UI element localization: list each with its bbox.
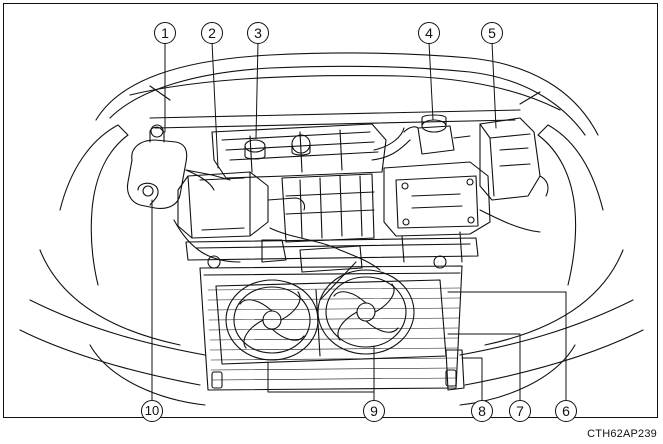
air-cleaner-drawing bbox=[177, 171, 306, 239]
callout-9: 9 bbox=[363, 400, 385, 422]
fans-drawing bbox=[215, 261, 447, 365]
figure-frame bbox=[3, 3, 658, 418]
radiator-support bbox=[185, 237, 479, 269]
callout-6: 6 bbox=[555, 400, 577, 422]
leader-9 bbox=[267, 345, 375, 401]
leader-5 bbox=[491, 41, 497, 129]
inverter-reservoir-drawing bbox=[445, 349, 465, 391]
callout-1: 1 bbox=[154, 22, 176, 44]
callout-5: 5 bbox=[481, 22, 503, 44]
leader-7 bbox=[447, 333, 521, 401]
inverter-drawing bbox=[383, 161, 491, 237]
callout-3: 3 bbox=[247, 22, 269, 44]
leader-4 bbox=[428, 41, 434, 121]
leader-8 bbox=[461, 357, 483, 401]
hoses-drawing bbox=[173, 127, 541, 271]
radiator-core bbox=[199, 265, 463, 391]
hood-outline bbox=[95, 52, 599, 136]
washer-tank-drawing bbox=[126, 124, 231, 209]
brake-reservoir-drawing bbox=[403, 114, 471, 155]
leader-3 bbox=[255, 41, 259, 139]
image-code-label: CTH62AP239 bbox=[587, 428, 657, 440]
fuse-box-drawing bbox=[479, 117, 549, 201]
callout-7: 7 bbox=[509, 400, 531, 422]
coolant-reservoir-drawing bbox=[137, 182, 159, 206]
leader-lines bbox=[151, 41, 567, 401]
engine-block-drawing bbox=[261, 173, 375, 273]
callout-8: 8 bbox=[471, 400, 493, 422]
callout-2: 2 bbox=[201, 22, 223, 44]
leader-6 bbox=[447, 291, 567, 401]
leader-2 bbox=[211, 41, 219, 169]
callout-4: 4 bbox=[418, 22, 440, 44]
callout-10: 10 bbox=[141, 400, 163, 422]
engine-cover-drawing bbox=[211, 123, 387, 179]
